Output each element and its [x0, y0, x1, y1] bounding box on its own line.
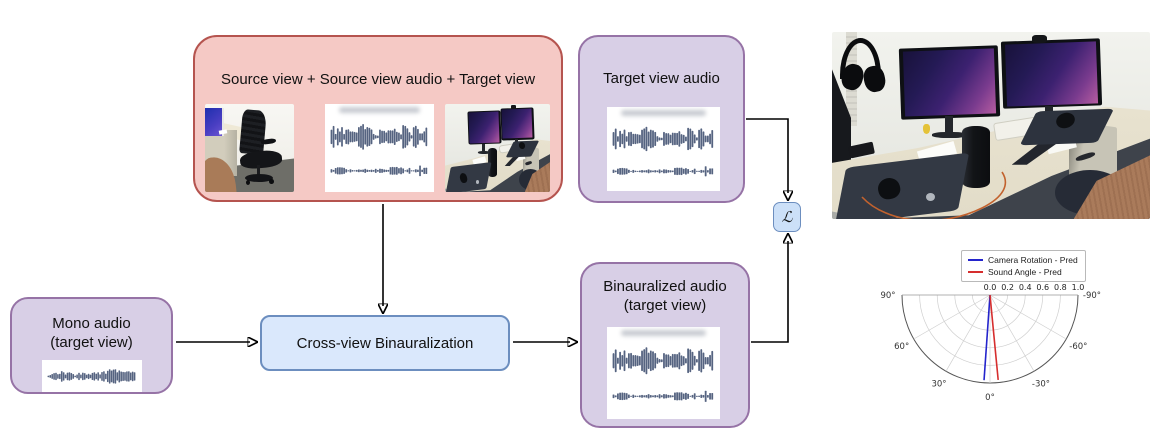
waveform-right-channel — [612, 390, 714, 402]
arrow-target-audio-to-loss — [746, 118, 788, 193]
chair-base — [245, 174, 273, 183]
chair-post — [256, 164, 261, 177]
svg-text:0.6: 0.6 — [1036, 283, 1049, 292]
webcam — [511, 105, 516, 110]
result-photo — [832, 32, 1150, 219]
svg-text:0.4: 0.4 — [1019, 283, 1032, 292]
monitor-screen — [468, 111, 500, 144]
monitor-screen — [501, 108, 533, 139]
webcam — [1032, 34, 1047, 44]
target-audio-waveform — [607, 107, 720, 191]
right-monitor — [500, 107, 535, 141]
svg-text:60°: 60° — [894, 342, 909, 352]
svg-text:1.0: 1.0 — [1072, 283, 1085, 292]
svg-text:-90°: -90° — [1083, 291, 1101, 301]
target-view-image — [445, 104, 550, 192]
source-inputs-box: Source view + Source view audio + Target… — [193, 35, 563, 202]
svg-text:0.0: 0.0 — [984, 283, 997, 292]
waveform-right-channel — [330, 165, 428, 176]
cropped-text-smudge — [621, 330, 706, 336]
legend-line-sample — [968, 270, 983, 274]
legend-label: Sound Angle - Pred — [988, 267, 1062, 277]
target-view-audio-box: Target view audio — [578, 35, 745, 203]
mono-title-line1: Mono audio — [52, 315, 131, 332]
monitor — [205, 108, 224, 136]
waveform-left-channel — [612, 126, 714, 152]
mono-audio-waveform — [42, 360, 142, 392]
monitor-stand — [482, 143, 485, 153]
waveform-left-channel — [330, 124, 428, 150]
svg-text:30°: 30° — [931, 379, 946, 389]
arrow-binauralized-to-loss — [751, 241, 788, 343]
drawer-handle — [1074, 150, 1097, 163]
svg-text:0.2: 0.2 — [1001, 283, 1014, 292]
source-audio-waveform — [325, 104, 434, 192]
waveform-left-channel — [612, 347, 714, 375]
chair-caster — [269, 178, 274, 185]
polar-plot-panel: 90° 60° 30° 0° -30° -60° -90° 0.0 0.2 0.4 0.6 0.8 1.… — [853, 242, 1153, 442]
cropped-text-smudge — [621, 110, 706, 116]
svg-text:0°: 0° — [985, 393, 995, 403]
legend-entry: Sound Angle - Pred — [968, 266, 1078, 278]
monitor-stand-base — [478, 151, 490, 154]
right-monitor — [1000, 38, 1102, 110]
cross-view-binauralization-box: Cross-view Binauralization — [260, 315, 510, 371]
mousepad — [445, 161, 492, 192]
headphones-icon — [839, 37, 882, 79]
source-view-image — [205, 104, 294, 192]
binauralized-audio-box: Binauralized audio (target view) — [580, 262, 750, 428]
left-monitor — [466, 110, 501, 146]
monitor-screen — [903, 48, 997, 117]
target-audio-title: Target view audio — [603, 70, 720, 87]
logo-mark — [475, 179, 480, 184]
binauralized-title-line1: Binauralized audio — [603, 278, 727, 295]
monitor-screen — [1005, 41, 1098, 107]
svg-text:0.8: 0.8 — [1054, 283, 1067, 292]
drawer-handle — [524, 160, 533, 166]
cropped-text-smudge — [339, 107, 420, 113]
polar-plot: 90° 60° 30° 0° -30° -60° -90° 0.0 0.2 0.4 0.6 0.8 1.… — [880, 283, 1101, 403]
mono-title-line2: (target view) — [50, 334, 133, 351]
legend-line-sample — [968, 258, 983, 262]
binauralized-audio-waveform — [607, 327, 720, 419]
yellow-object — [922, 123, 931, 134]
model-box-title: Cross-view Binauralization — [296, 334, 474, 352]
svg-text:-60°: -60° — [1069, 342, 1087, 352]
svg-text:-30°: -30° — [1032, 379, 1050, 389]
legend-entry: Camera Rotation - Pred — [968, 254, 1078, 266]
loss-node: ℒ — [773, 202, 801, 232]
loss-label: ℒ — [781, 208, 793, 226]
chair-backrest — [239, 109, 268, 156]
left-monitor — [899, 45, 1001, 120]
binauralized-title-line2: (target view) — [623, 297, 707, 314]
speaker — [488, 148, 498, 178]
waveform-mono — [47, 368, 136, 384]
monitor-stand — [944, 116, 954, 135]
waveform-right-channel — [612, 166, 714, 177]
legend-label: Camera Rotation - Pred — [988, 255, 1078, 265]
monitor-stand-base — [932, 132, 968, 138]
source-box-title: Source view + Source view audio + Target… — [220, 71, 536, 88]
mono-audio-box: Mono audio (target view) — [10, 297, 173, 394]
chair-caster — [245, 179, 251, 185]
svg-text:90°: 90° — [880, 291, 895, 301]
